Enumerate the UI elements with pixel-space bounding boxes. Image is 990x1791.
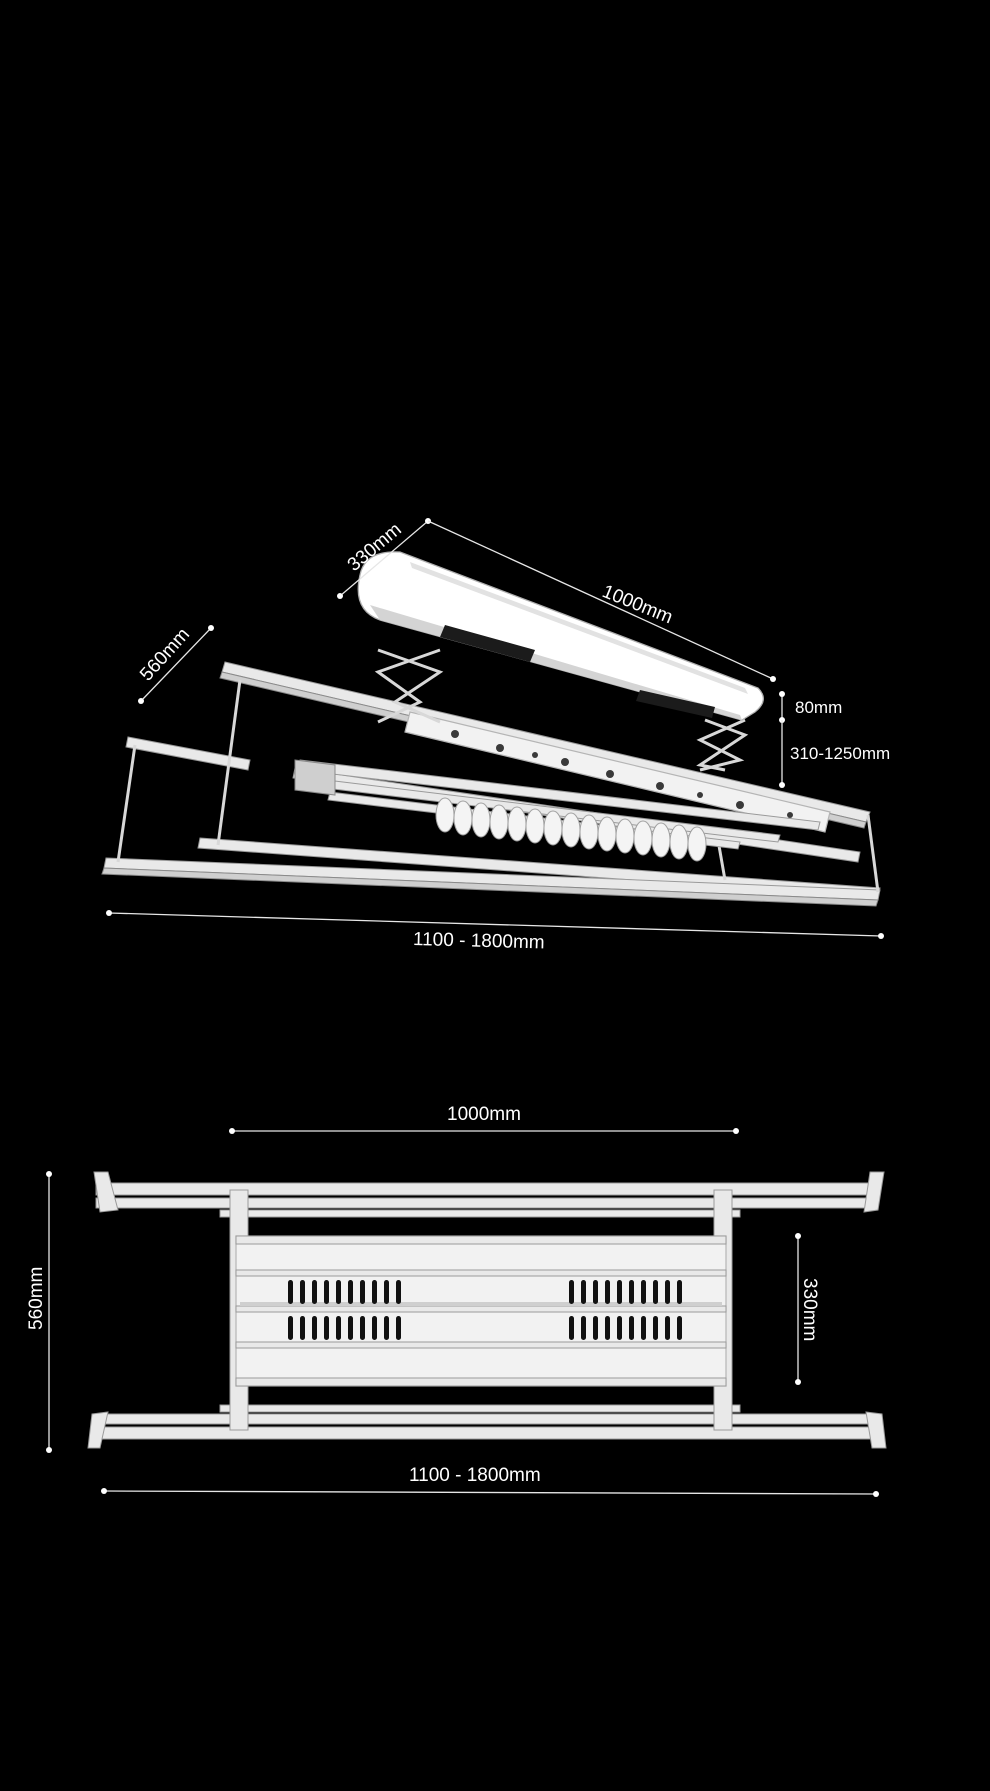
- front-rail: [101, 837, 881, 907]
- vent-right: [636, 690, 715, 718]
- lamp-panel: [357, 551, 764, 721]
- dimension-panel-depth: [795, 1233, 801, 1385]
- dimension-80-vertical: [779, 691, 785, 723]
- dimension-top-overall-length: [101, 1488, 879, 1497]
- dimension-560-diag: [138, 625, 214, 704]
- label-top-overall-length: 1100 - 1800mm: [409, 1465, 541, 1486]
- vent-left: [440, 625, 535, 662]
- top-vents-right: [569, 1280, 682, 1340]
- label-overall-length: 1100 - 1800mm: [413, 929, 545, 953]
- label-top-panel-depth: 330mm: [799, 1278, 820, 1341]
- top-view: 1000mm: [26, 1104, 887, 1497]
- dimension-overall-length: [106, 910, 884, 939]
- label-top-rack-depth: 560mm: [26, 1267, 47, 1330]
- dimension-panel-length: [229, 1128, 739, 1134]
- support-struts: [116, 679, 880, 893]
- dimension-lift-vertical: [779, 720, 785, 788]
- top-vents-left: [288, 1280, 401, 1340]
- label-panel-length: 1000mm: [599, 581, 675, 628]
- label-top-panel-length: 1000mm: [447, 1104, 521, 1125]
- dimension-rack-depth: [46, 1171, 52, 1453]
- perspective-view: 330mm 1000mm 560mm 80mm 310-1250mm 1100 …: [101, 518, 890, 953]
- label-panel-height: 80mm: [795, 698, 842, 717]
- scissor-lift: [374, 648, 749, 772]
- hanging-clips: [435, 797, 707, 862]
- dimension-1000-diag: [427, 520, 776, 682]
- bottom-rails: [87, 1404, 887, 1449]
- top-lamp-panel: [235, 1235, 727, 1387]
- label-lift-range: 310-1250mm: [790, 744, 890, 763]
- top-rails: [93, 1171, 885, 1218]
